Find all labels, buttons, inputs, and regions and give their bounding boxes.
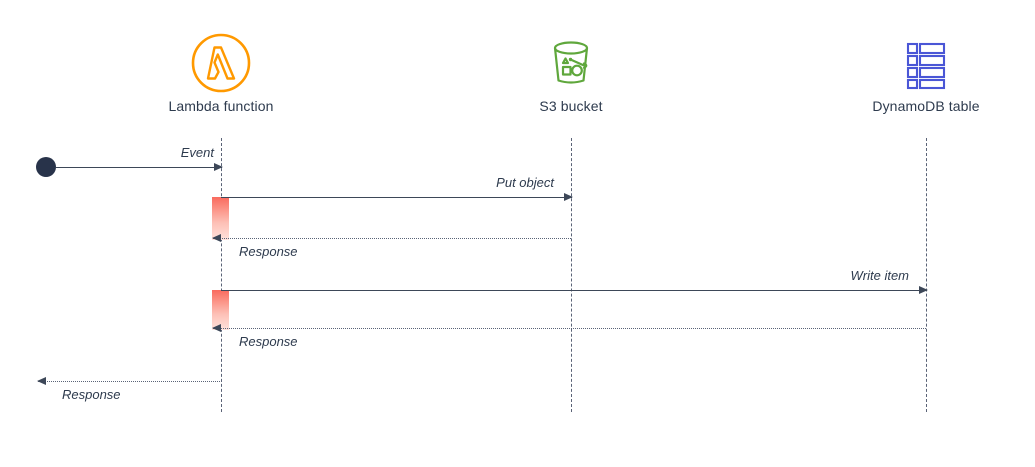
message-label-event: Event xyxy=(180,145,214,160)
message-label-write-item: Write item xyxy=(850,268,910,283)
message-line xyxy=(221,290,927,291)
activation-bar-1 xyxy=(212,197,229,240)
message-label-response-s3: Response xyxy=(239,244,298,259)
arrowhead-right-icon xyxy=(564,192,573,201)
arrowhead-left-icon xyxy=(37,376,46,385)
message-line xyxy=(213,238,571,239)
arrowhead-left-icon xyxy=(212,323,221,332)
message-line xyxy=(213,328,926,329)
start-node[interactable] xyxy=(36,157,56,177)
message-line xyxy=(56,167,222,168)
lifeline-dynamodb xyxy=(926,138,927,412)
aws-s3-bucket-icon xyxy=(461,28,681,98)
message-label-response-final: Response xyxy=(62,387,121,402)
message-label-response-dynamodb: Response xyxy=(239,334,298,349)
lifeline-s3 xyxy=(571,138,572,412)
message-line xyxy=(38,381,222,382)
arrowhead-right-icon xyxy=(214,162,223,171)
participant-s3[interactable]: S3 bucket xyxy=(461,28,681,114)
activation-bar-2 xyxy=(212,290,229,330)
participant-label-lambda: Lambda function xyxy=(168,98,274,114)
participant-label-s3: S3 bucket xyxy=(539,98,603,114)
participant-lambda[interactable]: Lambda function xyxy=(111,28,331,114)
aws-dynamodb-table-icon xyxy=(816,28,1035,98)
message-line xyxy=(221,197,572,198)
arrowhead-right-icon xyxy=(919,285,928,294)
aws-lambda-icon xyxy=(111,28,331,98)
arrowhead-left-icon xyxy=(212,233,221,242)
participant-dynamodb[interactable]: DynamoDB table xyxy=(816,28,1035,114)
participant-label-dynamodb: DynamoDB table xyxy=(872,98,980,114)
message-label-put-object: Put object xyxy=(496,175,554,190)
lifeline-lambda xyxy=(221,138,222,412)
